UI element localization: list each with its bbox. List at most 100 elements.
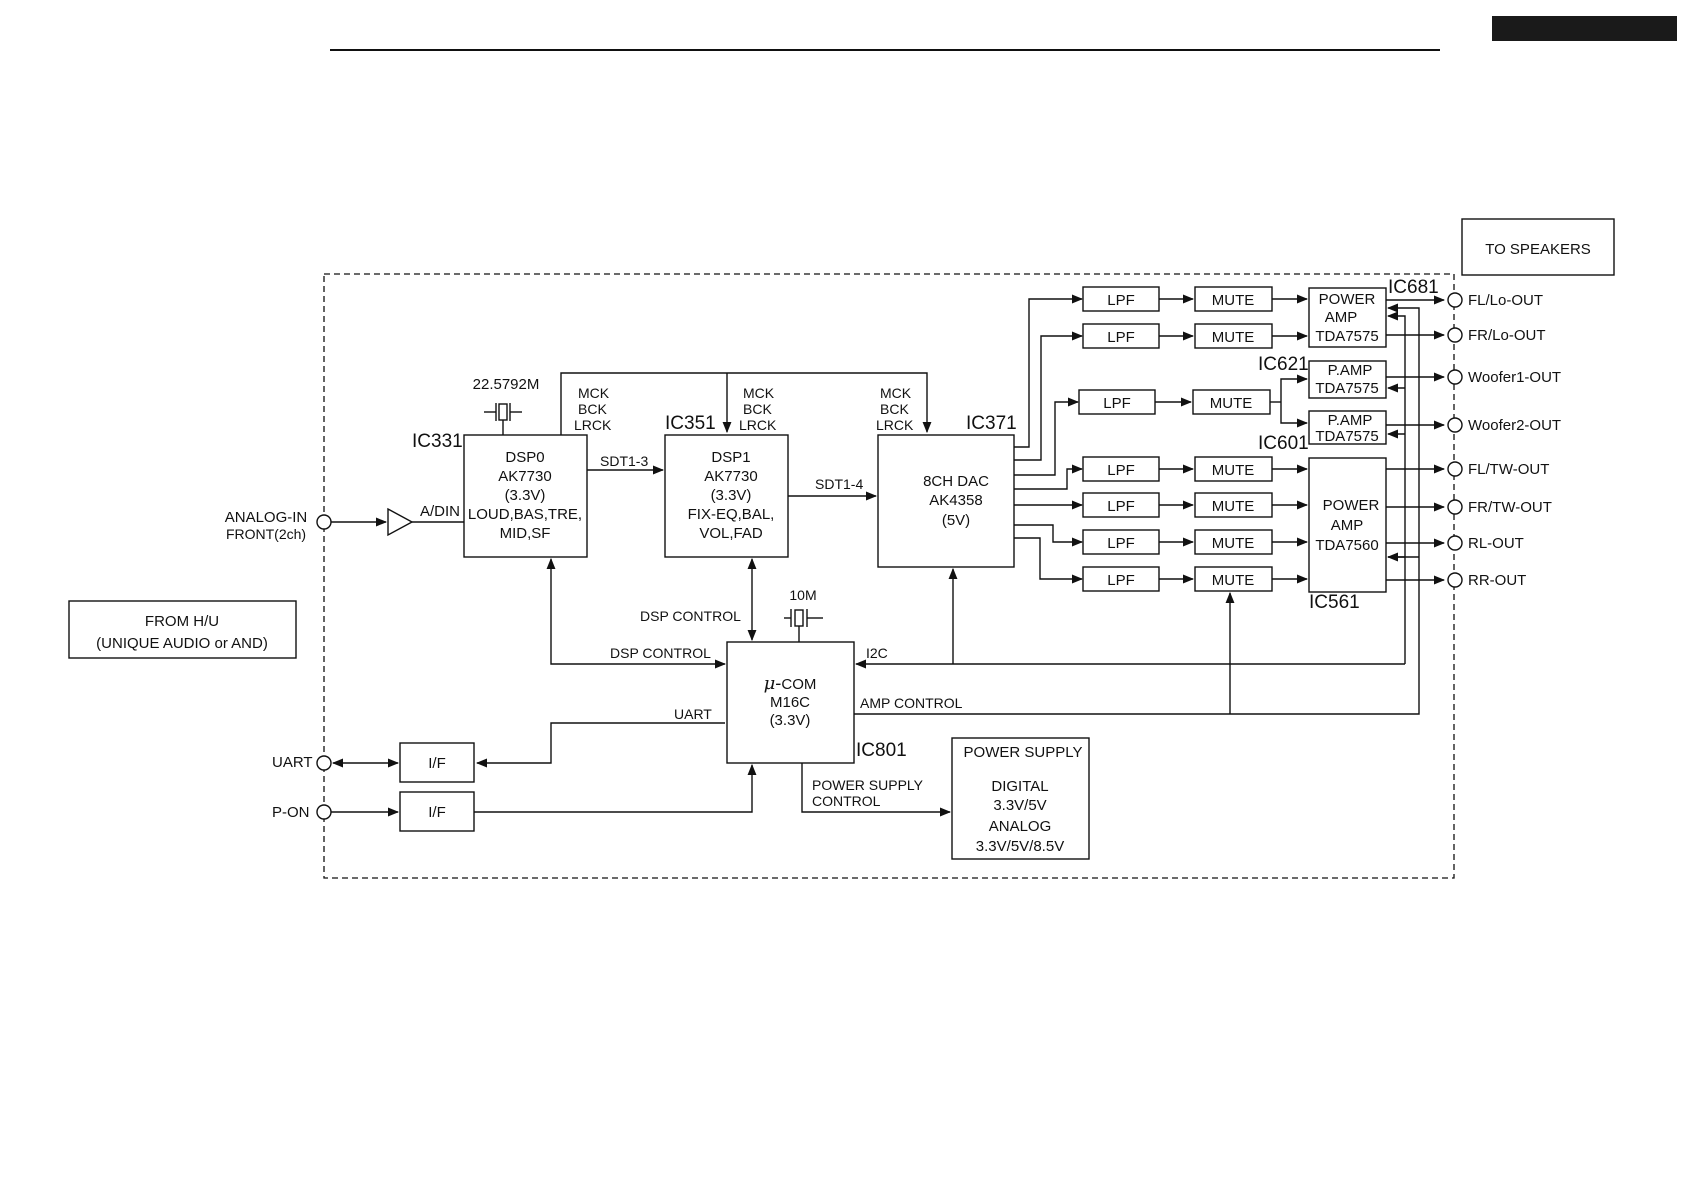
jack-fr-lo: FR/Lo-OUT [1447,327,1546,344]
pa681-line1: POWER [1319,291,1376,308]
power-amp-ic561 [1308,457,1387,593]
svg-text:Woofer1-OUT: Woofer1-OUT [1468,369,1561,386]
if-uart-block: I/F [399,742,475,783]
i2c-label: I2C [866,645,888,661]
ic801-label: IC801 [856,740,907,761]
dsp1-block [664,434,789,558]
psu-analog: ANALOG [989,818,1052,835]
clk-lrck-1: LRCK [574,417,612,433]
pa621-line2: TDA7575 [1315,380,1378,397]
adin-label: A/DIN [420,503,460,520]
pa561-line3: TDA7560 [1315,537,1378,554]
dsp0-func2: MID,SF [500,525,551,542]
ic601-label: IC601 [1258,433,1309,454]
psu-title: POWER SUPPLY [964,744,1083,761]
mute-fl-lo: MUTE [1194,286,1273,312]
svg-text:LPF: LPF [1107,572,1135,589]
svg-text:MUTE: MUTE [1212,462,1255,479]
sdt13-label: SDT1-3 [600,453,648,469]
ic331-label: IC331 [412,431,463,452]
dac-chip: AK4358 [929,492,982,509]
ic561-label: IC561 [1309,592,1360,613]
dsp0-name: DSP0 [505,449,544,466]
from-hu-line1: FROM H/U [145,613,219,630]
jack-woofer1: Woofer1-OUT [1447,369,1561,386]
mute-fr-tw: MUTE [1194,492,1273,518]
svg-text:MUTE: MUTE [1212,329,1255,346]
dac-name: 8CH DAC [923,473,989,490]
sdt14-label: SDT1-4 [815,476,863,492]
jack-fr-tw: FR/TW-OUT [1447,499,1552,516]
dsp1-func1: FIX-EQ,BAL, [688,506,775,523]
ps-control-line1: POWER SUPPLY [812,777,924,793]
mute-fr-lo: MUTE [1194,323,1273,349]
uart-port-label: UART [272,754,313,771]
svg-text:LPF: LPF [1107,329,1135,346]
svg-text:FL/Lo-OUT: FL/Lo-OUT [1468,292,1543,309]
dsp-control-label-2: DSP CONTROL [610,645,711,661]
mute-rr: MUTE [1194,566,1273,592]
from-hu-line2: (UNIQUE AUDIO or AND) [96,635,268,652]
ic681-label: IC681 [1388,277,1439,298]
svg-text:FR/TW-OUT: FR/TW-OUT [1468,499,1552,516]
crystal-dsp-label: 22.5792M [473,376,540,393]
dac-block [877,434,1015,568]
dsp-control-label-1: DSP CONTROL [640,608,741,624]
dac-voltage: (5V) [942,512,970,529]
jack-rl: RL-OUT [1447,535,1524,552]
svg-text:LPF: LPF [1107,292,1135,309]
dsp0-voltage: (3.3V) [505,487,546,504]
clk-lrck-3: LRCK [876,417,914,433]
psu-analog-v: 3.3V/5V/8.5V [976,838,1064,855]
power-amp-ic681 [1308,287,1387,348]
jack-rr: RR-OUT [1447,572,1526,589]
psu-digital: DIGITAL [991,778,1048,795]
input-buffer-amp [387,507,414,537]
mute-rl: MUTE [1194,529,1273,555]
to-speakers-box [1461,218,1615,276]
p-amp-ic601 [1308,410,1387,445]
jack-fl-lo: FL/Lo-OUT [1447,292,1543,309]
uart-port-jack [316,755,332,771]
from-hu-box [68,600,297,659]
svg-text:RL-OUT: RL-OUT [1468,535,1524,552]
jack-fl-tw: FL/TW-OUT [1447,461,1549,478]
to-speakers-label: TO SPEAKERS [1485,241,1591,258]
dsp0-block [463,434,588,558]
svg-text:MUTE: MUTE [1210,395,1253,412]
power-supply-block [951,737,1090,860]
svg-text:MUTE: MUTE [1212,535,1255,552]
ps-control-line2: CONTROL [812,793,881,809]
svg-text:MUTE: MUTE [1212,498,1255,515]
crystal-dsp-icon [484,403,522,435]
clk-mck-1: MCK [578,385,610,401]
clk-mck-3: MCK [880,385,912,401]
mute-woofer: MUTE [1192,389,1271,415]
analog-in-jack [316,514,332,530]
ic371-label: IC371 [966,413,1017,434]
crystal-com-label: 10M [789,587,816,603]
dsp0-chip: AK7730 [498,468,551,485]
svg-text:LPF: LPF [1103,395,1131,412]
lpf-rl: LPF [1082,529,1160,555]
dsp1-chip: AK7730 [704,468,757,485]
dsp1-name: DSP1 [711,449,750,466]
dsp0-func1: LOUD,BAS,TRE, [468,506,582,523]
lpf-fr-tw: LPF [1082,492,1160,518]
clk-mck-2: MCK [743,385,775,401]
pa561-line2: AMP [1331,517,1364,534]
pa601-line1: P.AMP [1328,412,1373,429]
lpf-rr: LPF [1082,566,1160,592]
if-pon-block: I/F [399,791,475,832]
analog-in-label: ANALOG-IN [225,509,308,526]
mute-fl-tw: MUTE [1194,456,1273,482]
svg-text:LPF: LPF [1107,498,1135,515]
ic621-label: IC621 [1258,354,1309,375]
jack-woofer2: Woofer2-OUT [1447,417,1561,434]
pon-port-jack [316,804,332,820]
svg-text:FR/Lo-OUT: FR/Lo-OUT [1468,327,1546,344]
lpf-woofer: LPF [1078,389,1156,415]
svg-text:RR-OUT: RR-OUT [1468,572,1526,589]
pa561-line1: POWER [1323,497,1380,514]
